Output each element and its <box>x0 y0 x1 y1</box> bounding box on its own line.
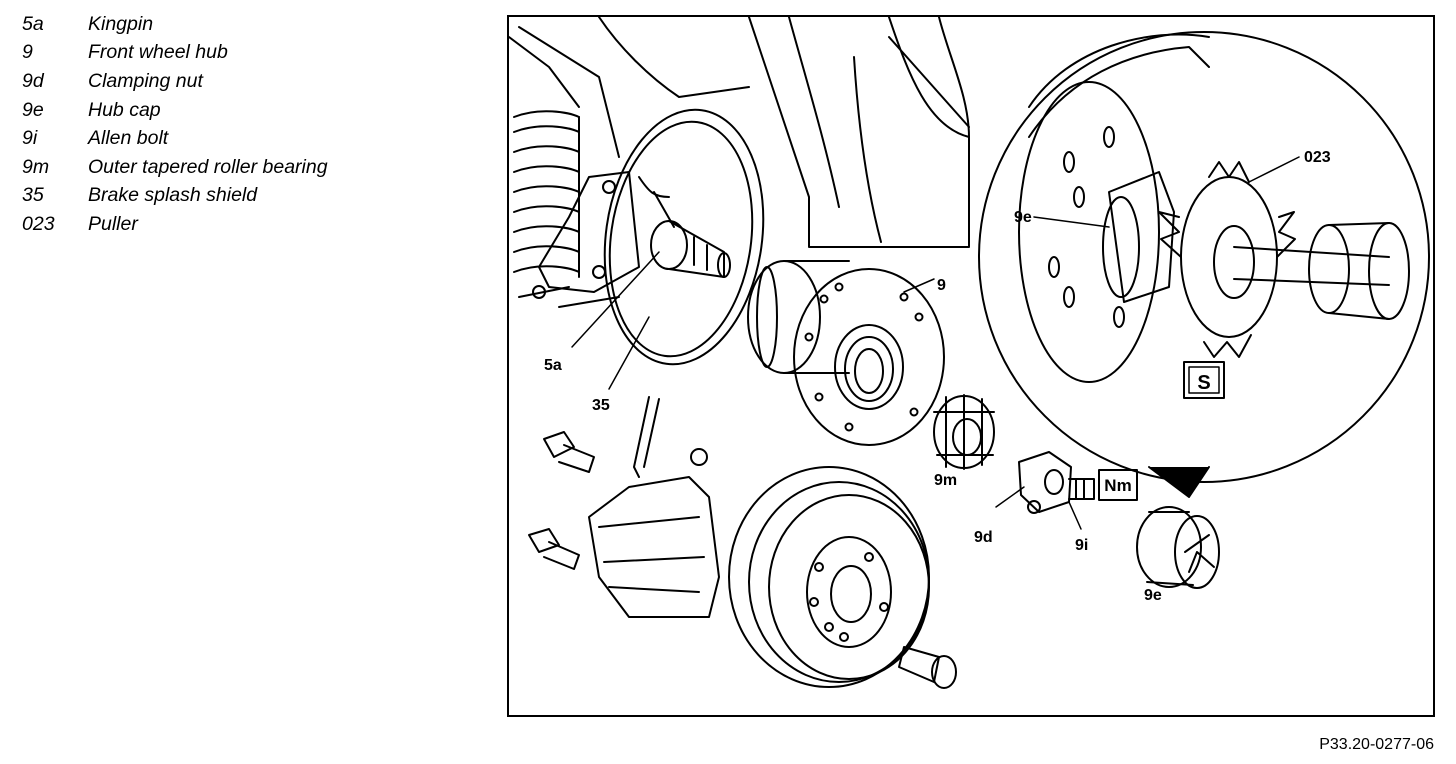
legend-code: 35 <box>22 184 44 207</box>
legend-label: Outer tapered roller bearing <box>88 155 328 178</box>
callout-9e-bottom: 9e <box>1144 587 1162 604</box>
coil-spring <box>509 36 580 278</box>
legend-item: 35 Brake splash shield <box>22 182 328 211</box>
legend-item: 023 Puller <box>22 210 328 239</box>
special-tool-symbol: S <box>1183 361 1225 399</box>
legend-code: 023 <box>22 212 55 235</box>
callout-35: 35 <box>592 397 610 414</box>
legend-code: 9m <box>22 155 50 178</box>
legend-label: Puller <box>88 212 138 235</box>
legend-label: Hub cap <box>88 98 161 121</box>
torque-symbol-label: Nm <box>1104 476 1131 495</box>
legend-item: 9 Front wheel hub <box>22 39 328 68</box>
legend-code: 5a <box>22 12 44 35</box>
outer-tapered-roller-bearing <box>933 394 995 470</box>
hub-cap <box>1136 506 1220 589</box>
legend-label: Kingpin <box>88 12 154 35</box>
special-tool-symbol-label: S <box>1197 372 1210 394</box>
parts-legend: 5a Kingpin 9 Front wheel hub 9d Clamping nu… <box>22 10 328 239</box>
callout-9d: 9d <box>974 529 993 546</box>
allen-bolt <box>1068 478 1095 500</box>
clamping-nut <box>1018 451 1072 514</box>
legend-item: 9d Clamping nut <box>22 67 328 96</box>
caliper-bolt-upper <box>543 431 595 473</box>
callout-9m: 9m <box>934 472 957 489</box>
legend-label: Front wheel hub <box>88 41 228 64</box>
legend-item: 9i Allen bolt <box>22 124 328 153</box>
exploded-view-drawing: Nm <box>509 17 1430 689</box>
callout-9: 9 <box>937 277 946 294</box>
legend-label: Allen bolt <box>88 127 169 150</box>
callout-9e-detail: 9e <box>1014 209 1032 226</box>
detail-magnified-view <box>978 31 1430 498</box>
callout-5a: 5a <box>544 357 562 374</box>
caliper-bolt-lower <box>528 528 580 570</box>
callout-9i: 9i <box>1075 537 1088 554</box>
spindle-kingpin <box>650 220 731 278</box>
callout-023: 023 <box>1304 149 1331 166</box>
legend-item: 9e Hub cap <box>22 96 328 125</box>
legend-code: 9i <box>22 127 38 150</box>
disc-bolt <box>898 646 957 689</box>
leader-lines <box>571 156 1300 530</box>
torque-specification-symbol: Nm <box>1098 469 1138 501</box>
legend-item: 9m Outer tapered roller bearing <box>22 153 328 182</box>
legend-label: Brake splash shield <box>88 184 258 207</box>
legend-item: 5a Kingpin <box>22 10 328 39</box>
legend-code: 9e <box>22 98 44 121</box>
figure-reference-number: P33.20-0277-06 <box>1319 736 1434 753</box>
legend-code: 9 <box>22 41 33 64</box>
legend-code: 9d <box>22 69 44 92</box>
exploded-view-figure: Nm <box>507 15 1435 717</box>
brake-splash-shield <box>603 108 765 366</box>
vehicle-body-background <box>518 17 970 248</box>
steering-knuckle <box>518 171 640 308</box>
brake-disc <box>728 466 930 688</box>
legend-label: Clamping nut <box>88 69 203 92</box>
brake-caliper <box>588 396 720 618</box>
front-wheel-hub <box>747 260 945 446</box>
